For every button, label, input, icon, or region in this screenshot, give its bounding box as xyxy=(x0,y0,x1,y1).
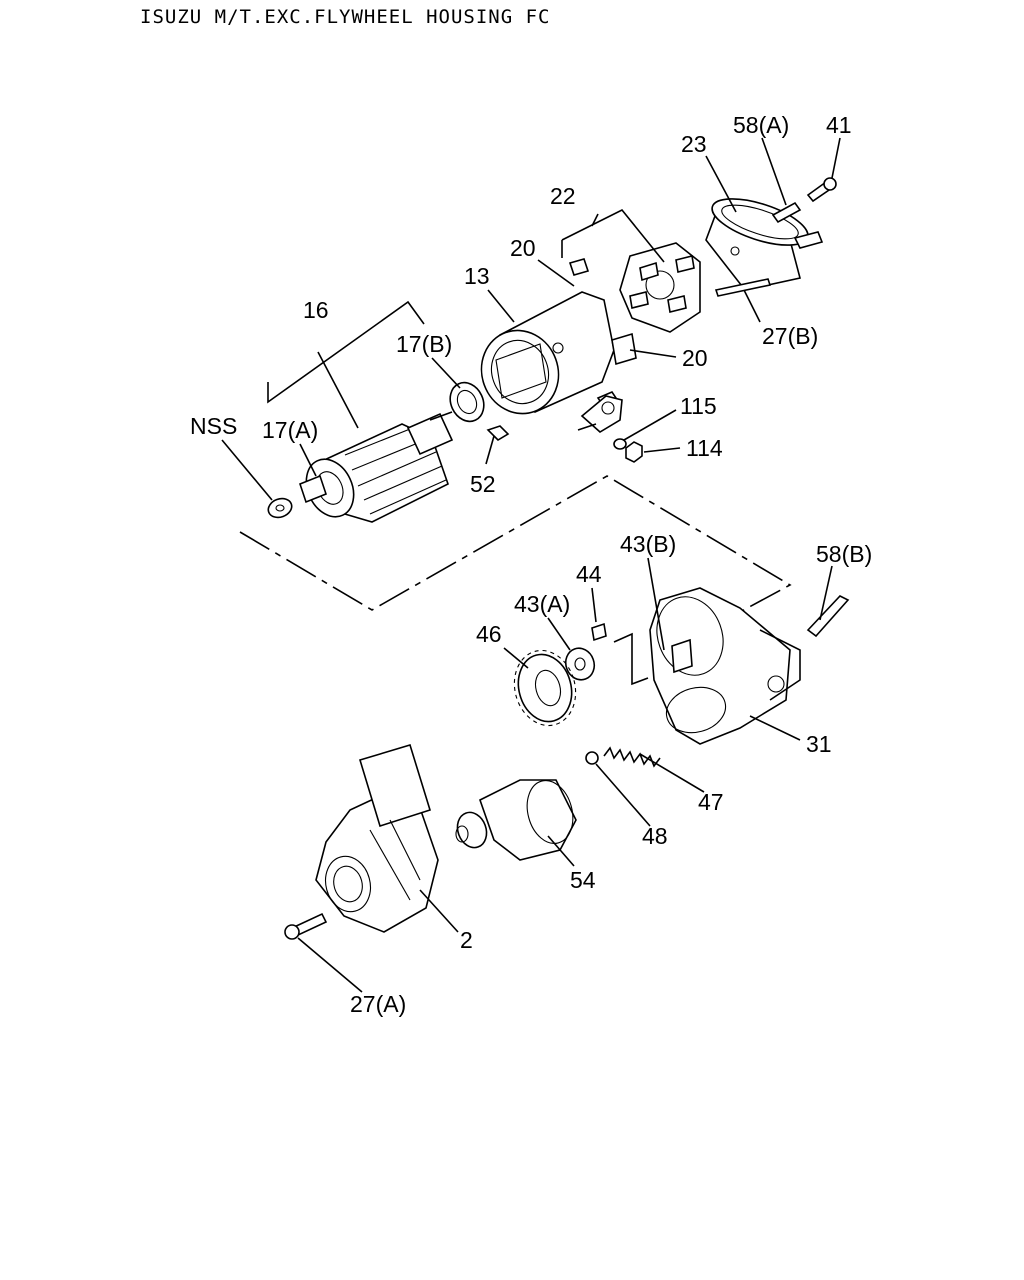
part-idler-43a xyxy=(564,647,596,681)
part-bearing-17b xyxy=(449,381,485,423)
part-through-bolt-27b xyxy=(714,278,772,297)
label-41: 41 xyxy=(826,112,852,138)
part-clip-52 xyxy=(486,425,510,442)
part-brush-holder xyxy=(619,242,701,333)
label-43a: 43(A) xyxy=(514,591,570,617)
label-48: 48 xyxy=(642,823,668,849)
label-17b: 17(B) xyxy=(396,331,452,357)
part-washer-115 xyxy=(613,438,627,450)
assembly-guide-line xyxy=(239,475,792,613)
part-terminal-bracket xyxy=(577,395,623,433)
label-46: 46 xyxy=(476,621,502,647)
label-52: 52 xyxy=(470,471,496,497)
part-drive-housing xyxy=(315,744,439,933)
label-58b: 58(B) xyxy=(816,541,872,567)
part-gear-46 xyxy=(513,649,577,727)
part-yoke-frame xyxy=(480,291,637,415)
label-115: 115 xyxy=(680,393,717,419)
part-center-housing xyxy=(649,587,801,745)
label-27b: 27(B) xyxy=(762,323,818,349)
part-washer-nss xyxy=(267,497,293,519)
label-27a: 27(A) xyxy=(350,991,406,1017)
part-lead-wire-58b xyxy=(806,595,850,638)
label-17a: 17(A) xyxy=(262,417,318,443)
part-ball-48 xyxy=(585,751,599,765)
label-58a: 58(A) xyxy=(733,112,789,138)
label-20-lower: 20 xyxy=(682,345,708,371)
label-22: 22 xyxy=(550,183,576,209)
part-pinion-clutch xyxy=(455,779,577,861)
label-43b: 43(B) xyxy=(620,531,676,557)
label-44: 44 xyxy=(576,561,602,587)
part-pin-44 xyxy=(591,622,607,642)
part-spring-47 xyxy=(603,746,661,768)
part-yoke-cover xyxy=(705,198,824,291)
label-31: 31 xyxy=(806,731,832,757)
label-2: 2 xyxy=(460,927,473,953)
label-47: 47 xyxy=(698,789,724,815)
label-16: 16 xyxy=(303,297,329,323)
label-114: 114 xyxy=(686,435,723,461)
part-nut-114 xyxy=(625,441,643,463)
part-screw-41 xyxy=(806,177,837,203)
label-20-upper: 20 xyxy=(510,235,536,261)
part-brush-20-upper xyxy=(568,258,590,276)
label-54: 54 xyxy=(570,867,596,893)
label-13: 13 xyxy=(464,263,490,289)
label-nss: NSS xyxy=(190,413,237,439)
part-armature xyxy=(299,411,454,523)
leader-lines xyxy=(221,137,841,993)
page-title: ISUZU M/T.EXC.FLYWHEEL HOUSING FC xyxy=(140,6,551,28)
label-23: 23 xyxy=(681,131,707,157)
part-bolt-27a xyxy=(284,912,328,940)
